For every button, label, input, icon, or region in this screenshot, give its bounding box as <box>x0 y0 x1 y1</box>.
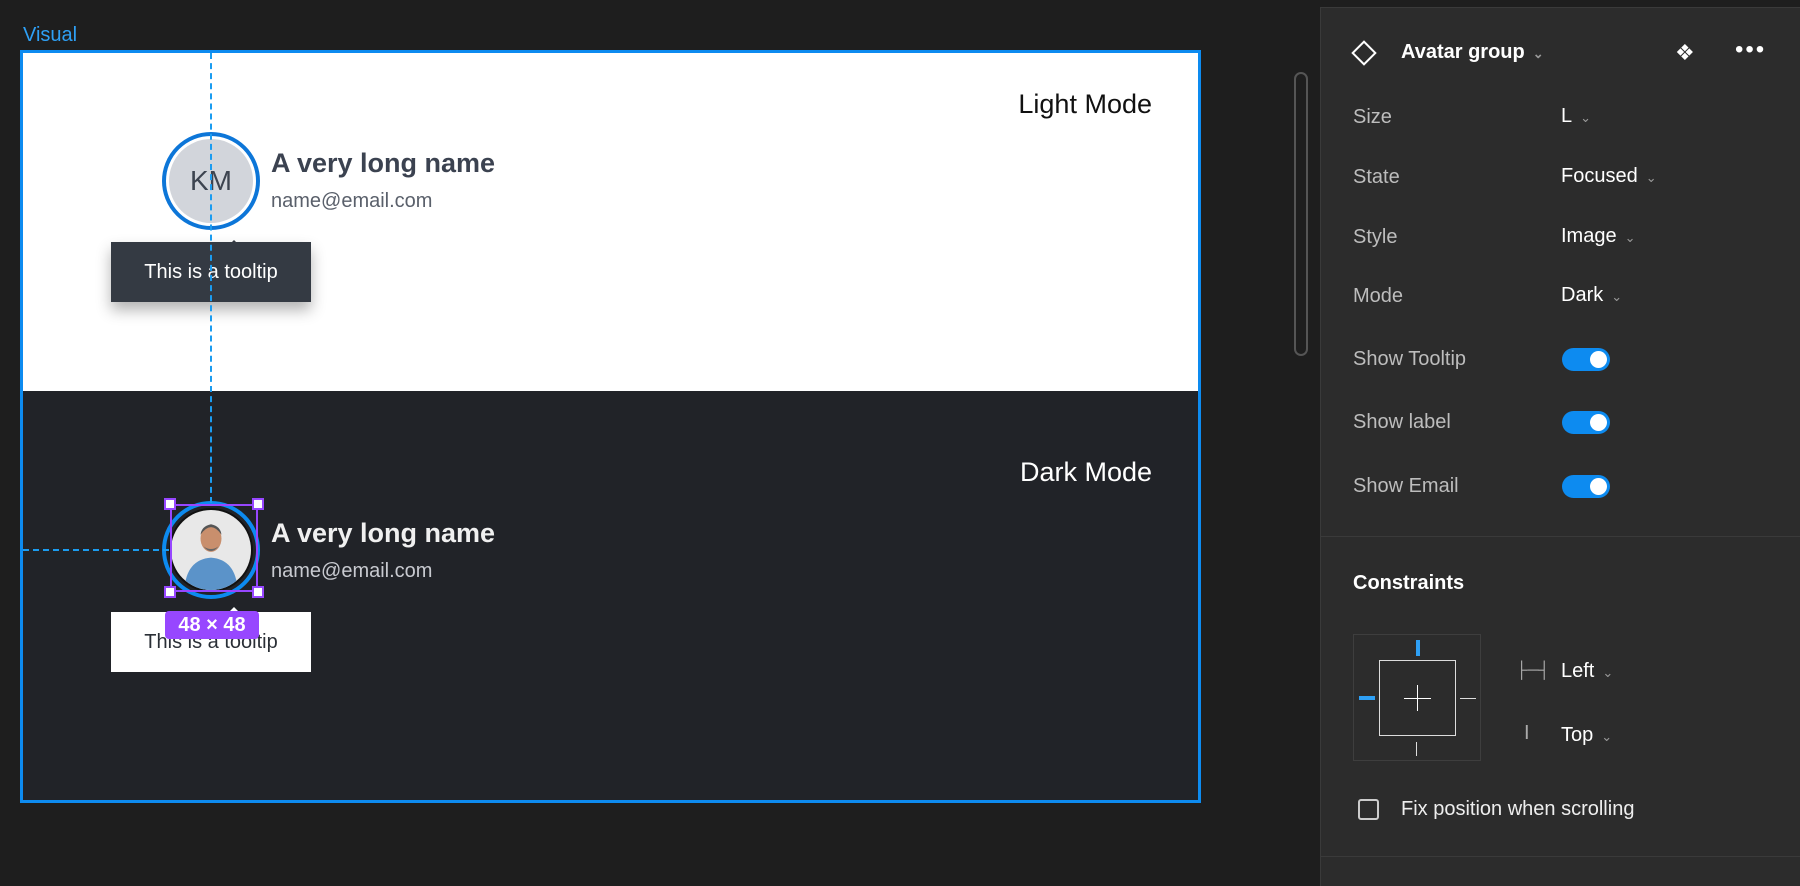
prop-value: Dark <box>1561 284 1604 306</box>
resize-handle[interactable] <box>252 586 264 598</box>
go-to-main-component-icon[interactable]: ❖ <box>1675 40 1695 65</box>
light-mode-section: Light Mode KM A very long name name@emai… <box>23 53 1198 391</box>
person-photo-icon <box>169 508 253 592</box>
toggle-show-tooltip[interactable] <box>1562 348 1610 371</box>
avatar-name: A very long name <box>271 148 496 178</box>
constraint-value: Left <box>1561 660 1595 682</box>
horizontal-constraint-icon: ├─┤ <box>1516 662 1551 679</box>
size-badge: 48 × 48 <box>165 611 259 639</box>
constraint-bottom[interactable] <box>1416 742 1417 756</box>
chevron-down-icon: ⌄ <box>1532 46 1544 61</box>
properties-panel: Avatar group⌄ ❖ ••• Size L⌄ State Focuse… <box>1320 7 1800 886</box>
chevron-down-icon: ⌄ <box>1580 110 1592 125</box>
fix-position-checkbox[interactable] <box>1358 799 1379 820</box>
prop-value: Focused <box>1561 165 1638 187</box>
guide-horizontal <box>23 549 169 551</box>
toggle-label-show-email: Show Email <box>1353 475 1459 497</box>
constraints-heading: Constraints <box>1353 572 1465 594</box>
constraint-value: Top <box>1561 724 1594 746</box>
avatar-email: name@email.com <box>271 190 433 212</box>
constraint-right[interactable] <box>1460 698 1476 699</box>
prop-select-state[interactable]: Focused ⌄ <box>1561 165 1657 188</box>
prop-label-mode: Mode <box>1353 285 1404 307</box>
vertical-constraint-icon: I <box>1524 722 1530 744</box>
toggle-show-label[interactable] <box>1562 411 1610 434</box>
component-title-text: Avatar group <box>1401 41 1525 63</box>
constraints-widget[interactable] <box>1353 634 1481 761</box>
chevron-down-icon: ⌄ <box>1611 289 1623 304</box>
vertical-constraint-select[interactable]: Top ⌄ <box>1561 724 1612 747</box>
prop-select-mode[interactable]: Dark ⌄ <box>1561 284 1622 307</box>
divider <box>1321 536 1800 537</box>
prop-value: Image <box>1561 225 1617 247</box>
chevron-down-icon: ⌄ <box>1645 170 1657 185</box>
resize-handle[interactable] <box>164 498 176 510</box>
chevron-down-icon: ⌄ <box>1624 230 1636 245</box>
prop-select-style[interactable]: Image ⌄ <box>1561 225 1636 248</box>
divider <box>1321 856 1800 857</box>
visual-frame[interactable]: Light Mode KM A very long name name@emai… <box>20 50 1201 803</box>
light-mode-label: Light Mode <box>1018 89 1152 119</box>
avatar-name: A very long name <box>271 518 496 548</box>
toggle-label-show-tooltip: Show Tooltip <box>1353 348 1467 370</box>
prop-value: L <box>1561 105 1573 127</box>
dark-mode-label: Dark Mode <box>1019 457 1152 487</box>
component-title[interactable]: Avatar group ⌄ <box>1401 41 1544 64</box>
constraint-left-active[interactable] <box>1359 696 1375 700</box>
scrollbar[interactable] <box>1294 72 1308 356</box>
prop-select-size[interactable]: L⌄ <box>1561 105 1591 128</box>
toggle-label-show-label: Show label <box>1353 411 1451 433</box>
resize-handle[interactable] <box>252 498 264 510</box>
guide-vertical <box>210 53 212 503</box>
horizontal-constraint-select[interactable]: Left ⌄ <box>1561 660 1613 683</box>
plus-icon <box>1404 698 1431 699</box>
component-instance-icon <box>1351 40 1377 66</box>
constraint-inner-box <box>1379 660 1456 736</box>
resize-handle[interactable] <box>164 586 176 598</box>
fix-position-label[interactable]: Fix position when scrolling <box>1401 798 1635 820</box>
selection-box[interactable] <box>170 504 258 592</box>
more-options-icon[interactable]: ••• <box>1735 36 1767 63</box>
prop-label-style: Style <box>1353 226 1398 248</box>
chevron-down-icon: ⌄ <box>1601 729 1613 744</box>
avatar-email: name@email.com <box>271 560 433 582</box>
prop-label-state: State <box>1353 166 1400 188</box>
frame-label[interactable]: Visual <box>23 24 78 46</box>
constraint-top-active[interactable] <box>1416 640 1420 656</box>
prop-label-size: Size <box>1353 106 1392 128</box>
dark-mode-section: Dark Mode A very long name name@email.co… <box>23 391 1198 800</box>
chevron-down-icon: ⌄ <box>1602 665 1614 680</box>
toggle-show-email[interactable] <box>1562 475 1610 498</box>
